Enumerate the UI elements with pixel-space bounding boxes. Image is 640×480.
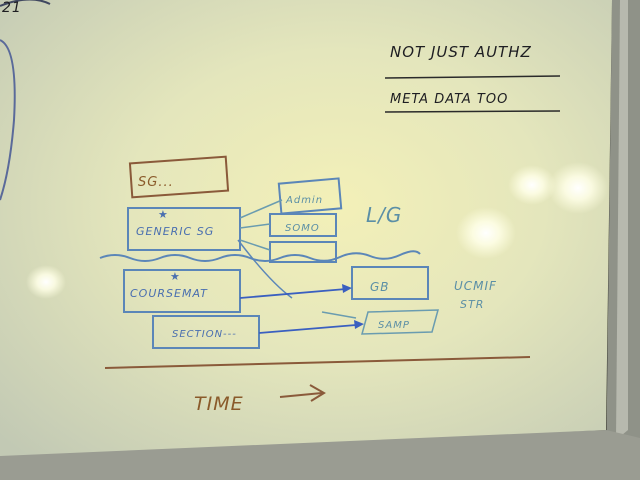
generic-sg-label: GENERIC SG bbox=[136, 225, 214, 238]
note-underline-2 bbox=[384, 110, 561, 113]
admin-label: Admin bbox=[285, 195, 323, 206]
top-box bbox=[128, 155, 230, 199]
time-arrow-shaft bbox=[279, 392, 323, 398]
corner-circle bbox=[0, 0, 51, 7]
section-label: SECTION--- bbox=[172, 329, 237, 340]
third-small-box bbox=[269, 241, 337, 263]
coursemat-mark: ★ bbox=[170, 270, 180, 283]
samp-box bbox=[361, 309, 439, 335]
corner-mark: 21 bbox=[2, 0, 22, 16]
note-underline-1 bbox=[384, 75, 561, 79]
connector-somo bbox=[239, 223, 271, 229]
connector-admin bbox=[239, 199, 283, 219]
generic-sg-box bbox=[127, 207, 241, 251]
wavy-divider bbox=[99, 250, 421, 262]
left-margin-stroke bbox=[0, 39, 16, 201]
connector-third bbox=[239, 239, 271, 251]
arrow-coursemat-gb bbox=[239, 288, 347, 299]
timeline-axis bbox=[104, 356, 531, 369]
board-frame-bottom bbox=[0, 430, 640, 480]
glare-right-1 bbox=[508, 165, 556, 205]
section-box bbox=[152, 315, 260, 349]
time-label: TIME bbox=[194, 393, 244, 415]
arrow-section-samp bbox=[258, 324, 357, 334]
top-box-label: SG... bbox=[138, 175, 174, 190]
arrow-head-gb bbox=[342, 284, 352, 293]
coursemat-box bbox=[123, 269, 241, 313]
time-arrow-head bbox=[309, 384, 326, 402]
note-line-2: META DATA TOO bbox=[390, 92, 508, 107]
samp-label: SAMP bbox=[378, 320, 410, 331]
somo-box bbox=[269, 213, 337, 237]
samp-dash bbox=[321, 311, 357, 319]
lg-label: L/G bbox=[366, 203, 402, 227]
glare-center bbox=[456, 207, 516, 259]
frame-highlight bbox=[616, 0, 628, 440]
note-line-1: NOT JUST AUTHZ bbox=[390, 43, 532, 61]
glare-left bbox=[26, 265, 66, 299]
coursemat-label: COURSEMAT bbox=[130, 287, 208, 300]
generic-sg-mark: ★ bbox=[158, 208, 168, 221]
str-label: STR bbox=[460, 298, 484, 311]
arrow-head-samp bbox=[354, 320, 364, 329]
ucmif-label: UCMIF bbox=[454, 279, 497, 293]
admin-box bbox=[277, 177, 343, 215]
gb-box bbox=[351, 266, 429, 300]
somo-label: SOMO bbox=[285, 223, 320, 234]
glare-right-2 bbox=[548, 162, 608, 214]
gb-label: GB bbox=[370, 280, 390, 294]
